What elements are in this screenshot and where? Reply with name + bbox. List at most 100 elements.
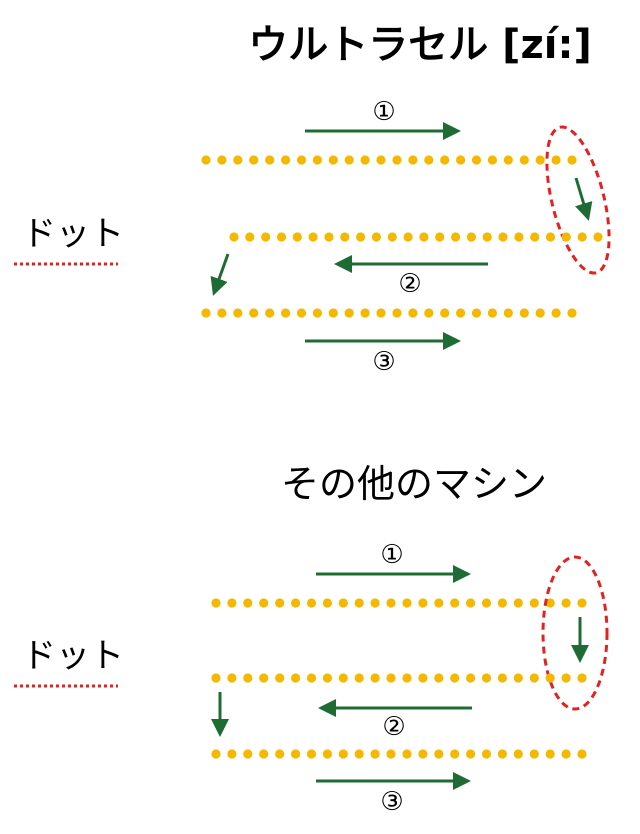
dot bbox=[265, 308, 275, 318]
dot bbox=[227, 673, 237, 683]
dot-row-3 bbox=[211, 749, 587, 759]
dot bbox=[577, 673, 587, 683]
dot bbox=[360, 155, 370, 165]
turnaround-highlight bbox=[541, 555, 609, 711]
dot bbox=[229, 232, 239, 242]
dot-side-label: ドット bbox=[22, 214, 124, 254]
dot bbox=[456, 155, 466, 165]
dot bbox=[296, 155, 307, 165]
dot bbox=[291, 598, 301, 608]
dot bbox=[259, 598, 269, 608]
dot bbox=[561, 673, 571, 683]
dot bbox=[243, 673, 253, 683]
dot bbox=[296, 308, 307, 318]
dot bbox=[561, 598, 571, 608]
dot bbox=[245, 232, 255, 242]
dot bbox=[503, 308, 513, 318]
dot bbox=[233, 308, 243, 318]
dot bbox=[498, 232, 508, 242]
dot bbox=[466, 673, 476, 683]
dot bbox=[481, 749, 492, 759]
dot bbox=[217, 308, 227, 318]
dot bbox=[545, 232, 556, 242]
dot bbox=[529, 673, 539, 683]
dot bbox=[450, 673, 460, 683]
dot bbox=[497, 749, 507, 759]
dot bbox=[424, 308, 434, 318]
dot bbox=[545, 673, 555, 683]
dot bbox=[386, 749, 396, 759]
step-1-number: ① bbox=[372, 97, 395, 127]
dot-row-2 bbox=[211, 673, 587, 683]
dot bbox=[513, 673, 523, 683]
dot bbox=[259, 673, 269, 683]
dot bbox=[281, 308, 291, 318]
dot bbox=[402, 673, 412, 683]
dot-row-2 bbox=[229, 232, 603, 242]
dot bbox=[243, 749, 253, 759]
dot bbox=[275, 673, 285, 683]
dot bbox=[424, 155, 434, 165]
dot bbox=[306, 749, 317, 759]
dot bbox=[370, 598, 380, 608]
dot bbox=[392, 155, 402, 165]
dot bbox=[249, 155, 259, 165]
dot bbox=[265, 155, 275, 165]
dot bbox=[466, 749, 476, 759]
dot bbox=[466, 232, 476, 242]
dot bbox=[567, 308, 577, 318]
dot bbox=[535, 155, 545, 165]
dot bbox=[281, 155, 291, 165]
panel-other-machines: その他のマシン ドット ① ② ③ bbox=[14, 462, 609, 817]
dot bbox=[535, 308, 545, 318]
dot bbox=[593, 232, 603, 242]
dot bbox=[338, 749, 348, 759]
step-3-number: ③ bbox=[372, 347, 395, 377]
dot bbox=[514, 232, 524, 242]
panel-ultracel: ウルトラセル [zí:] ドット ① ② ③ bbox=[14, 22, 611, 377]
dot-row-1 bbox=[201, 155, 577, 165]
dot bbox=[276, 232, 287, 242]
panel-title: その他のマシン bbox=[281, 462, 547, 506]
dot bbox=[440, 155, 450, 165]
dot bbox=[440, 308, 450, 318]
dot bbox=[418, 598, 428, 608]
dot bbox=[338, 598, 348, 608]
dot bbox=[354, 598, 364, 608]
step-2-number: ② bbox=[382, 712, 405, 742]
dot bbox=[275, 749, 285, 759]
return-arrow bbox=[210, 253, 230, 296]
dot bbox=[292, 232, 302, 242]
dot bbox=[567, 155, 577, 165]
dot bbox=[450, 598, 460, 608]
dot bbox=[371, 232, 381, 242]
dot bbox=[211, 673, 221, 683]
step-3-number: ③ bbox=[380, 787, 403, 817]
dot bbox=[451, 232, 461, 242]
dot bbox=[577, 598, 587, 608]
dot bbox=[344, 155, 354, 165]
dot bbox=[340, 232, 350, 242]
dot bbox=[211, 598, 221, 608]
dot bbox=[545, 598, 555, 608]
dot bbox=[402, 598, 412, 608]
dot bbox=[503, 155, 513, 165]
dot bbox=[259, 749, 269, 759]
dot bbox=[497, 598, 507, 608]
dot bbox=[529, 598, 539, 608]
dot bbox=[471, 155, 482, 165]
dot bbox=[308, 232, 318, 242]
dot bbox=[551, 155, 561, 165]
dot bbox=[275, 598, 285, 608]
dot bbox=[456, 308, 466, 318]
dot bbox=[419, 232, 429, 242]
dot bbox=[434, 673, 444, 683]
dot bbox=[513, 749, 523, 759]
dot bbox=[403, 232, 413, 242]
dot bbox=[338, 673, 348, 683]
dot bbox=[306, 673, 317, 683]
dot bbox=[306, 598, 317, 608]
dot-row-3 bbox=[201, 308, 577, 318]
dot bbox=[481, 598, 492, 608]
turnaround-arrow bbox=[574, 177, 593, 221]
